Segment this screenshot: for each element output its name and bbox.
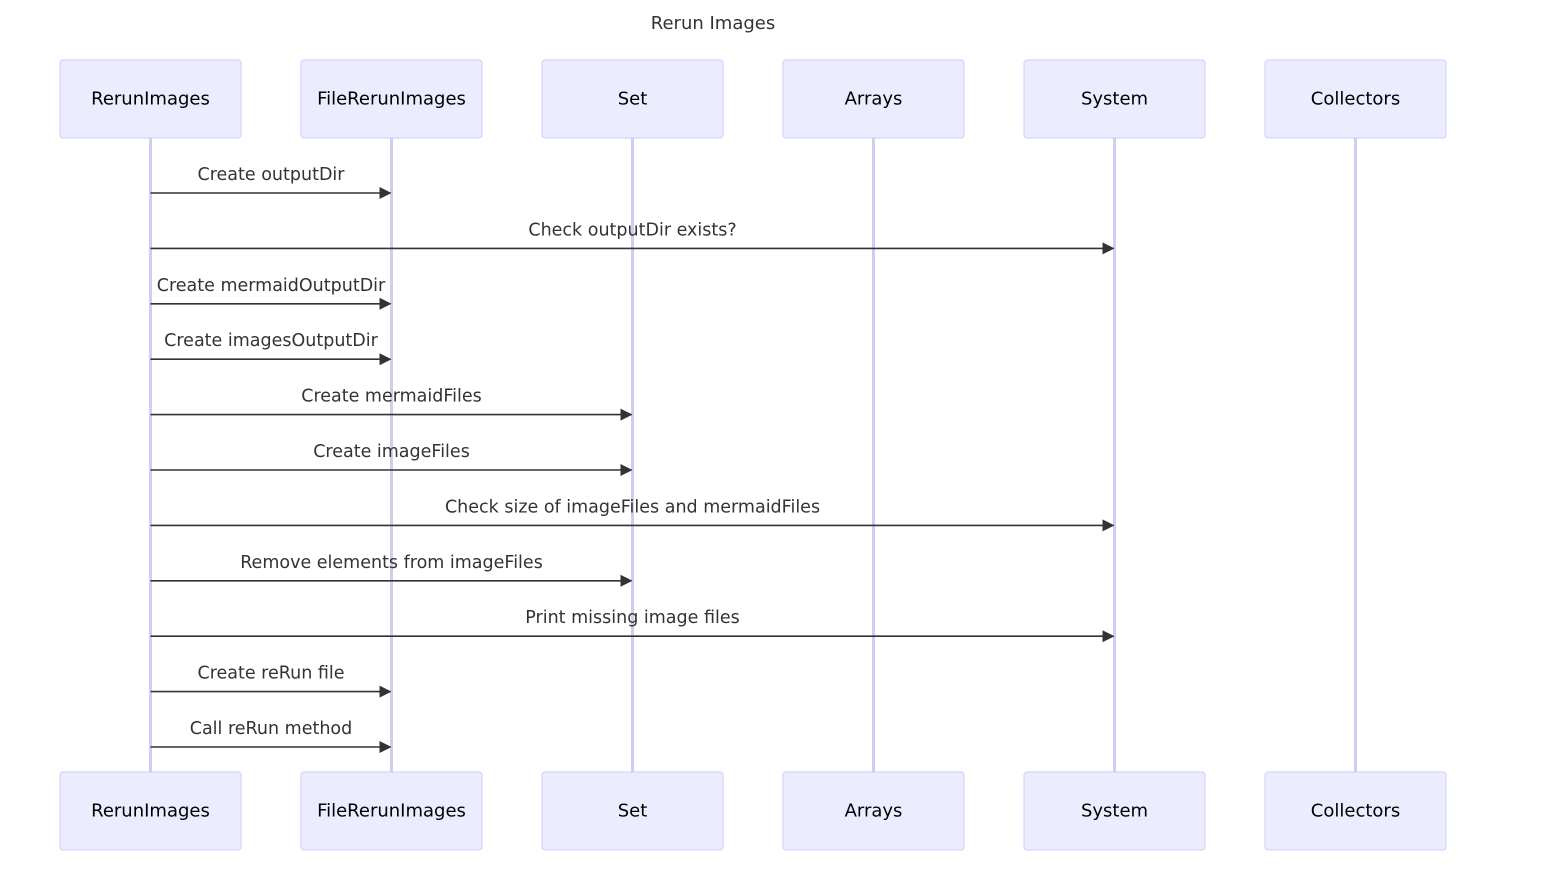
actor-box — [300, 771, 483, 851]
actors-bottom: RerunImages FileRerunImages Set Arrays Syste… — [59, 771, 1447, 851]
actor-label: FileRerunImages — [317, 89, 466, 110]
actor-label: Set — [618, 89, 648, 110]
actor-label: RerunImages — [91, 801, 210, 822]
actor-label: System — [1081, 801, 1148, 822]
actor-box — [782, 771, 965, 851]
actor-arrays-bottom[interactable]: Arrays — [782, 771, 965, 851]
actors-top: RerunImages FileRerunImages Set Arrays Syste… — [59, 59, 1447, 139]
actor-system-top[interactable]: System — [1023, 59, 1206, 139]
actor-box — [1264, 59, 1447, 139]
actor-filererunimages-bottom[interactable]: FileRerunImages — [300, 771, 483, 851]
actor-box — [1264, 771, 1447, 851]
actor-arrays-top[interactable]: Arrays — [782, 59, 965, 139]
message-5: Create mermaidFiles — [150, 387, 633, 421]
message-11: Call reRun method — [150, 719, 392, 753]
message-label: Create mermaidOutputDir — [157, 276, 386, 296]
message-7: Check size of imageFiles and mermaidFile… — [150, 497, 1115, 532]
message-label: Create outputDir — [198, 165, 346, 185]
actor-box — [541, 59, 724, 139]
actor-filererunimages-top[interactable]: FileRerunImages — [300, 59, 483, 139]
actor-label: RerunImages — [91, 89, 210, 110]
actor-label: Arrays — [845, 801, 903, 822]
actor-label: Arrays — [845, 89, 903, 110]
actor-label: FileRerunImages — [317, 801, 466, 822]
message-6: Create imageFiles — [150, 442, 633, 476]
actor-rerunimages-top[interactable]: RerunImages — [59, 59, 242, 139]
actor-set-top[interactable]: Set — [541, 59, 724, 139]
message-4: Create imagesOutputDir — [150, 331, 392, 366]
diagram-title: Rerun Images — [651, 13, 775, 34]
message-label: Remove elements from imageFiles — [240, 553, 543, 573]
message-label: Create mermaidFiles — [301, 387, 482, 407]
message-label: Create reRun file — [197, 664, 344, 684]
actor-label: Set — [618, 801, 648, 822]
actor-box — [541, 771, 724, 851]
actor-box — [1023, 771, 1206, 851]
message-10: Create reRun file — [150, 664, 392, 698]
message-label: Call reRun method — [190, 719, 353, 739]
actor-box — [782, 59, 965, 139]
message-label: Print missing image files — [525, 608, 739, 628]
message-1: Create outputDir — [150, 165, 392, 199]
message-8: Remove elements from imageFiles — [150, 553, 633, 587]
actor-rerunimages-bottom[interactable]: RerunImages — [59, 771, 242, 851]
actor-box — [1023, 59, 1206, 139]
actor-collectors-top[interactable]: Collectors — [1264, 59, 1447, 139]
message-label: Create imagesOutputDir — [164, 331, 378, 351]
message-2: Check outputDir exists? — [150, 220, 1115, 255]
actor-label: System — [1081, 89, 1148, 110]
actor-label: Collectors — [1311, 801, 1400, 822]
message-3: Create mermaidOutputDir — [150, 276, 392, 310]
message-label: Check size of imageFiles and mermaidFile… — [445, 497, 820, 517]
actor-system-bottom[interactable]: System — [1023, 771, 1206, 851]
actor-set-bottom[interactable]: Set — [541, 771, 724, 851]
actor-label: Collectors — [1311, 89, 1400, 110]
lifelines — [149, 138, 1357, 772]
message-9: Print missing image files — [150, 608, 1115, 643]
actor-collectors-bottom[interactable]: Collectors — [1264, 771, 1447, 851]
message-label: Check outputDir exists? — [528, 220, 736, 240]
actor-box — [59, 59, 242, 139]
actor-box — [59, 771, 242, 851]
actor-box — [300, 59, 483, 139]
message-label: Create imageFiles — [313, 442, 470, 462]
